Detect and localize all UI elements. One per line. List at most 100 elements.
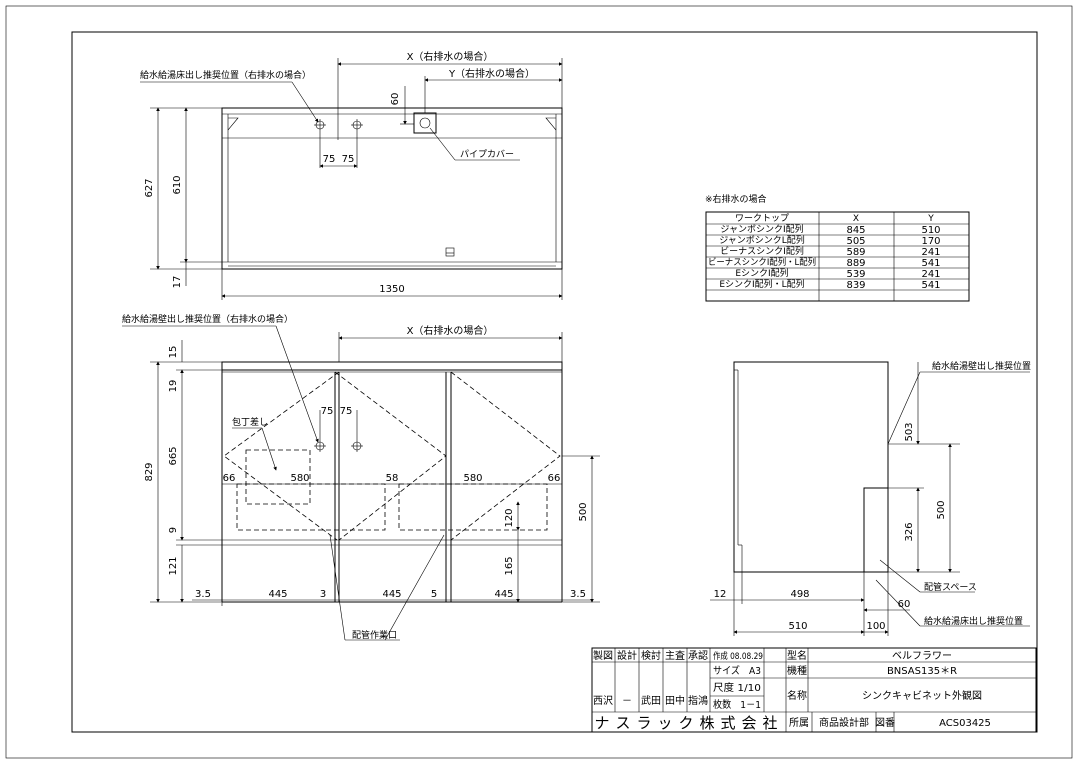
label-access: 配管作業口	[352, 629, 397, 641]
dim-s503: 503	[904, 422, 915, 441]
label-side-floor: 給水給湯床出し推奨位置	[924, 615, 1023, 627]
tb-type-label: 機種	[787, 664, 807, 677]
table-header: ワークトップ	[735, 213, 789, 224]
tb-name: 田中	[665, 694, 685, 707]
tb-name-label: 名称	[787, 689, 807, 702]
table-cell: 241	[921, 247, 940, 258]
dim-x-right-front: X（右排水の場合）	[407, 324, 494, 337]
tb-dept-label: 所属	[789, 717, 809, 729]
table-cell: 539	[846, 269, 865, 280]
tb-role: 製図	[593, 649, 613, 662]
dim-s60: 60	[898, 599, 911, 610]
dim-f580a: 580	[290, 473, 309, 484]
tb-dwg-value: ACS03425	[939, 718, 991, 729]
dim-17: 17	[172, 276, 183, 289]
tb-company: ナスラック株式会社	[594, 714, 783, 732]
table-cell: 541	[921, 258, 940, 269]
inner-border	[71, 31, 1038, 733]
pipe-space-hatch	[863, 487, 889, 573]
tb-model-label: 型名	[787, 649, 807, 662]
label-wall-supply: 給水給湯壁出し推奨位置（右排水の場合）	[122, 313, 293, 325]
outer-border	[5, 5, 1073, 759]
label-pipe-space: 配管スペース	[924, 581, 977, 593]
dim-f58: 58	[386, 473, 399, 484]
tb-name: 西沢	[593, 694, 613, 707]
dim-y-right: Y（右排水の場合）	[448, 67, 535, 80]
dim-s500: 500	[936, 500, 947, 519]
tb-role: 設計	[617, 649, 637, 662]
knife-holder	[245, 449, 311, 505]
table-cell: 845	[846, 225, 865, 236]
tb-name-value: シンクキャビネット外観図	[862, 689, 982, 702]
dim-s510: 510	[788, 621, 807, 632]
dim-f580b: 580	[463, 473, 482, 484]
dim-b3: 3	[320, 589, 326, 600]
tb-role: 検討	[641, 649, 661, 662]
dim-610: 610	[172, 175, 183, 194]
dim-s100: 100	[866, 621, 885, 632]
dim-f120: 120	[504, 508, 515, 527]
table-cell: 505	[846, 236, 865, 247]
dim-9: 9	[168, 527, 179, 533]
tb-scale: 尺度 1/10	[713, 681, 761, 694]
tb-sheets: 枚数 1－1	[713, 698, 761, 711]
label-pipe-cover: パイプカバー	[460, 149, 514, 160]
label-knife: 包丁差し	[232, 416, 268, 428]
dim-75b: 75	[342, 154, 355, 165]
dim-f66a: 66	[223, 473, 236, 484]
pipe-cover-icon	[413, 112, 437, 134]
tb-name: 武田	[641, 694, 661, 707]
tb-dept-value: 商品設計部	[819, 716, 869, 729]
dim-f66b: 66	[548, 473, 561, 484]
dim-s326: 326	[904, 522, 915, 541]
table-cell: ビーナスシンクⅠ配列	[720, 245, 804, 257]
dim-b5: 5	[431, 589, 437, 600]
dim-15: 15	[168, 346, 179, 359]
dim-b35b: 3.5	[570, 589, 586, 600]
dim-f165: 165	[504, 556, 515, 575]
table-cell: 170	[921, 236, 940, 247]
dim-s12: 12	[714, 589, 727, 600]
table-cell: EシンクⅠ配列	[735, 267, 788, 279]
table-cell: ビーナスシンクⅠ配列・L配列	[708, 256, 816, 268]
dim-x-right: X（右排水の場合）	[407, 50, 494, 63]
table-note: ※右排水の場合	[705, 193, 767, 205]
table-cell: 589	[846, 247, 865, 258]
table-cell: EシンクⅠ配列・L配列	[719, 278, 804, 290]
dim-f75b: 75	[340, 406, 353, 417]
dim-829: 829	[144, 462, 155, 481]
table-header: Y	[927, 214, 934, 224]
front-view: 包丁差し 75 75 給水給湯壁出し推奨位置（右排水の場合） X（右排水の場合）…	[122, 313, 600, 641]
dim-60: 60	[390, 93, 401, 106]
dim-b35a: 3.5	[195, 589, 211, 600]
table-cell: 839	[846, 280, 865, 291]
dim-b445a: 445	[268, 589, 287, 600]
tb-type-value: BNSAS135＊R	[887, 666, 957, 677]
dim-f75a: 75	[321, 406, 334, 417]
dim-665: 665	[168, 446, 179, 465]
plan-view: X（右排水の場合） Y（右排水の場合） 60 75 75 給水給湯床出し推奨位置…	[140, 50, 563, 300]
dim-s498: 498	[790, 589, 809, 600]
table-cell: 889	[846, 258, 865, 269]
dim-121: 121	[168, 556, 179, 575]
tb-name: －	[622, 696, 632, 707]
table-header: X	[853, 214, 859, 224]
tb-role: 承認	[688, 649, 708, 662]
tb-role: 主査	[665, 649, 685, 662]
table-cell: ジャンボシンクL配列	[719, 234, 805, 246]
dim-b445c: 445	[494, 589, 513, 600]
dim-b445b: 445	[382, 589, 401, 600]
dim-1350: 1350	[379, 284, 404, 295]
label-floor-supply: 給水給湯床出し推奨位置（右排水の場合）	[140, 69, 311, 81]
tb-model-value: ベルフラワー	[892, 650, 952, 662]
dim-19: 19	[168, 380, 179, 393]
side-view: 給水給湯壁出し推奨位置 503 326 500 配管スペース 12 498 60…	[710, 360, 1031, 636]
table-cell: 541	[921, 280, 940, 291]
dim-f500: 500	[578, 502, 589, 521]
table-cell: 510	[921, 225, 940, 236]
title-block: 製図 設計 検討 主査 承認 西沢 － 武田 田中 指鴻 作成 08.08.29…	[591, 647, 1037, 733]
table-cell: ジャンボシンクⅠ配列	[720, 223, 803, 235]
tb-name: 指鴻	[688, 694, 708, 707]
xy-table: ※右排水の場合 ワークトップ X Y ジャンボシンクⅠ配列 845 510 ジャ…	[705, 193, 970, 302]
